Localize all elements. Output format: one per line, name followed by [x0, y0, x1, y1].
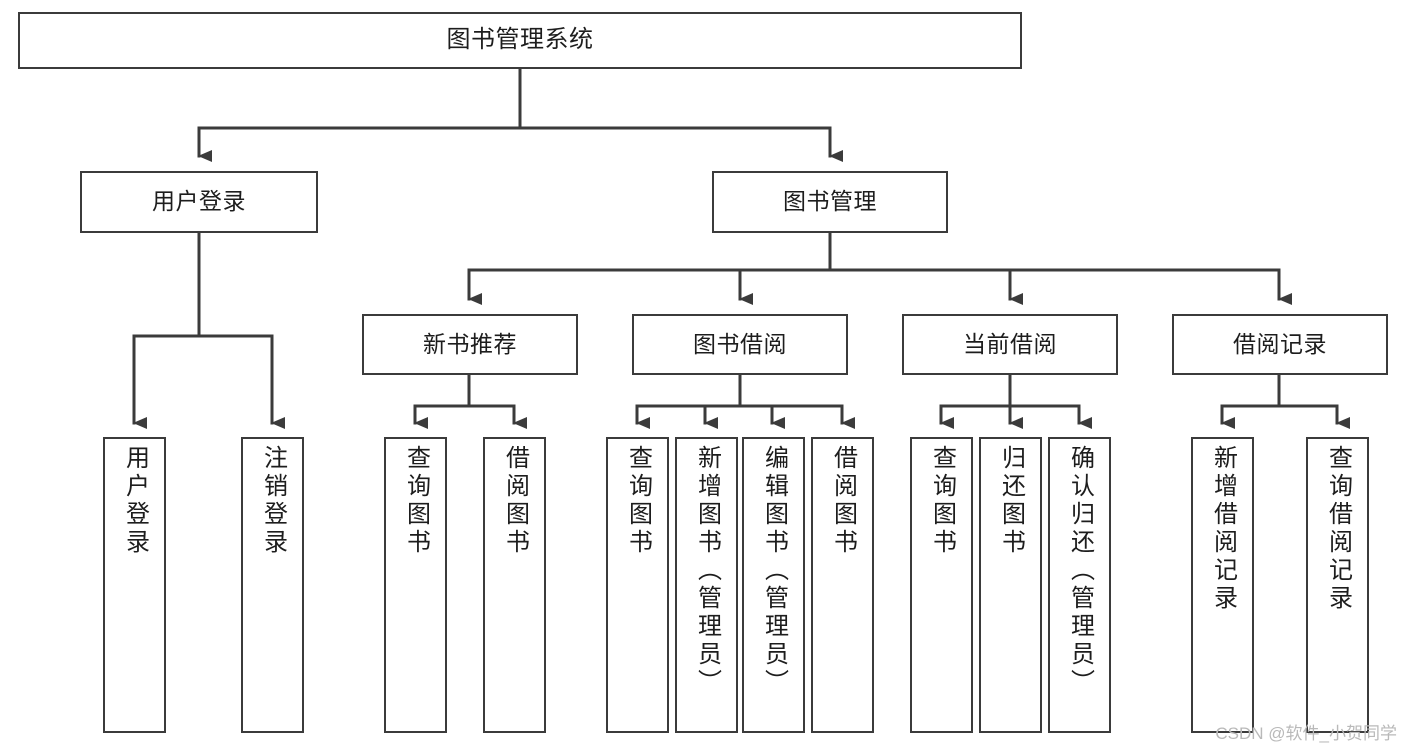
node-label: 注销登录 — [259, 445, 287, 557]
node-label: 编辑图书（管理员） — [760, 445, 788, 697]
node-book-borrow[interactable]: 图书借阅 — [632, 314, 848, 375]
leaf-current-borrow-return-books[interactable]: 归还图书 — [979, 437, 1042, 733]
node-borrow-record[interactable]: 借阅记录 — [1172, 314, 1388, 375]
node-label: 确认归还（管理员） — [1066, 445, 1094, 697]
leaf-borrow-record-query-record[interactable]: 查询借阅记录 — [1306, 437, 1369, 733]
leaf-new-book-borrow-books[interactable]: 借阅图书 — [483, 437, 546, 733]
node-label: 查询图书 — [624, 445, 652, 557]
node-label: 新增图书（管理员） — [693, 445, 721, 697]
leaf-current-borrow-confirm-return-admin[interactable]: 确认归还（管理员） — [1048, 437, 1111, 733]
leaf-current-borrow-query-books[interactable]: 查询图书 — [910, 437, 973, 733]
node-new-book-recommend[interactable]: 新书推荐 — [362, 314, 578, 375]
node-user-login[interactable]: 用户登录 — [80, 171, 318, 233]
leaf-new-book-query-books[interactable]: 查询图书 — [384, 437, 447, 733]
node-label: 图书管理 — [783, 188, 877, 215]
node-label: 借阅图书 — [829, 445, 857, 557]
leaf-user-login-logout[interactable]: 注销登录 — [241, 437, 304, 733]
node-label: 用户登录 — [121, 445, 149, 557]
node-label: 借阅记录 — [1233, 330, 1327, 357]
node-label: 查询图书 — [402, 445, 430, 557]
node-label: 归还图书 — [997, 445, 1025, 557]
node-root-book-management-system[interactable]: 图书管理系统 — [18, 12, 1022, 69]
node-label: 查询借阅记录 — [1324, 445, 1352, 613]
node-label: 新增借阅记录 — [1209, 445, 1237, 613]
node-label: 查询图书 — [928, 445, 956, 557]
node-label: 用户登录 — [152, 188, 246, 215]
node-label: 图书借阅 — [693, 330, 787, 357]
leaf-book-borrow-edit-book-admin[interactable]: 编辑图书（管理员） — [742, 437, 805, 733]
leaf-book-borrow-query-books[interactable]: 查询图书 — [606, 437, 669, 733]
node-label: 图书管理系统 — [446, 26, 594, 54]
leaf-book-borrow-add-book-admin[interactable]: 新增图书（管理员） — [675, 437, 738, 733]
node-label: 借阅图书 — [501, 445, 529, 557]
node-book-management[interactable]: 图书管理 — [712, 171, 948, 233]
leaf-book-borrow-borrow-books[interactable]: 借阅图书 — [811, 437, 874, 733]
node-current-borrow[interactable]: 当前借阅 — [902, 314, 1118, 375]
leaf-borrow-record-add-record[interactable]: 新增借阅记录 — [1191, 437, 1254, 733]
leaf-user-login-login[interactable]: 用户登录 — [103, 437, 166, 733]
csdn-watermark: CSDN @软件_小贺同学 — [1215, 724, 1397, 743]
node-label: 当前借阅 — [963, 330, 1057, 357]
node-label: 新书推荐 — [423, 330, 517, 357]
